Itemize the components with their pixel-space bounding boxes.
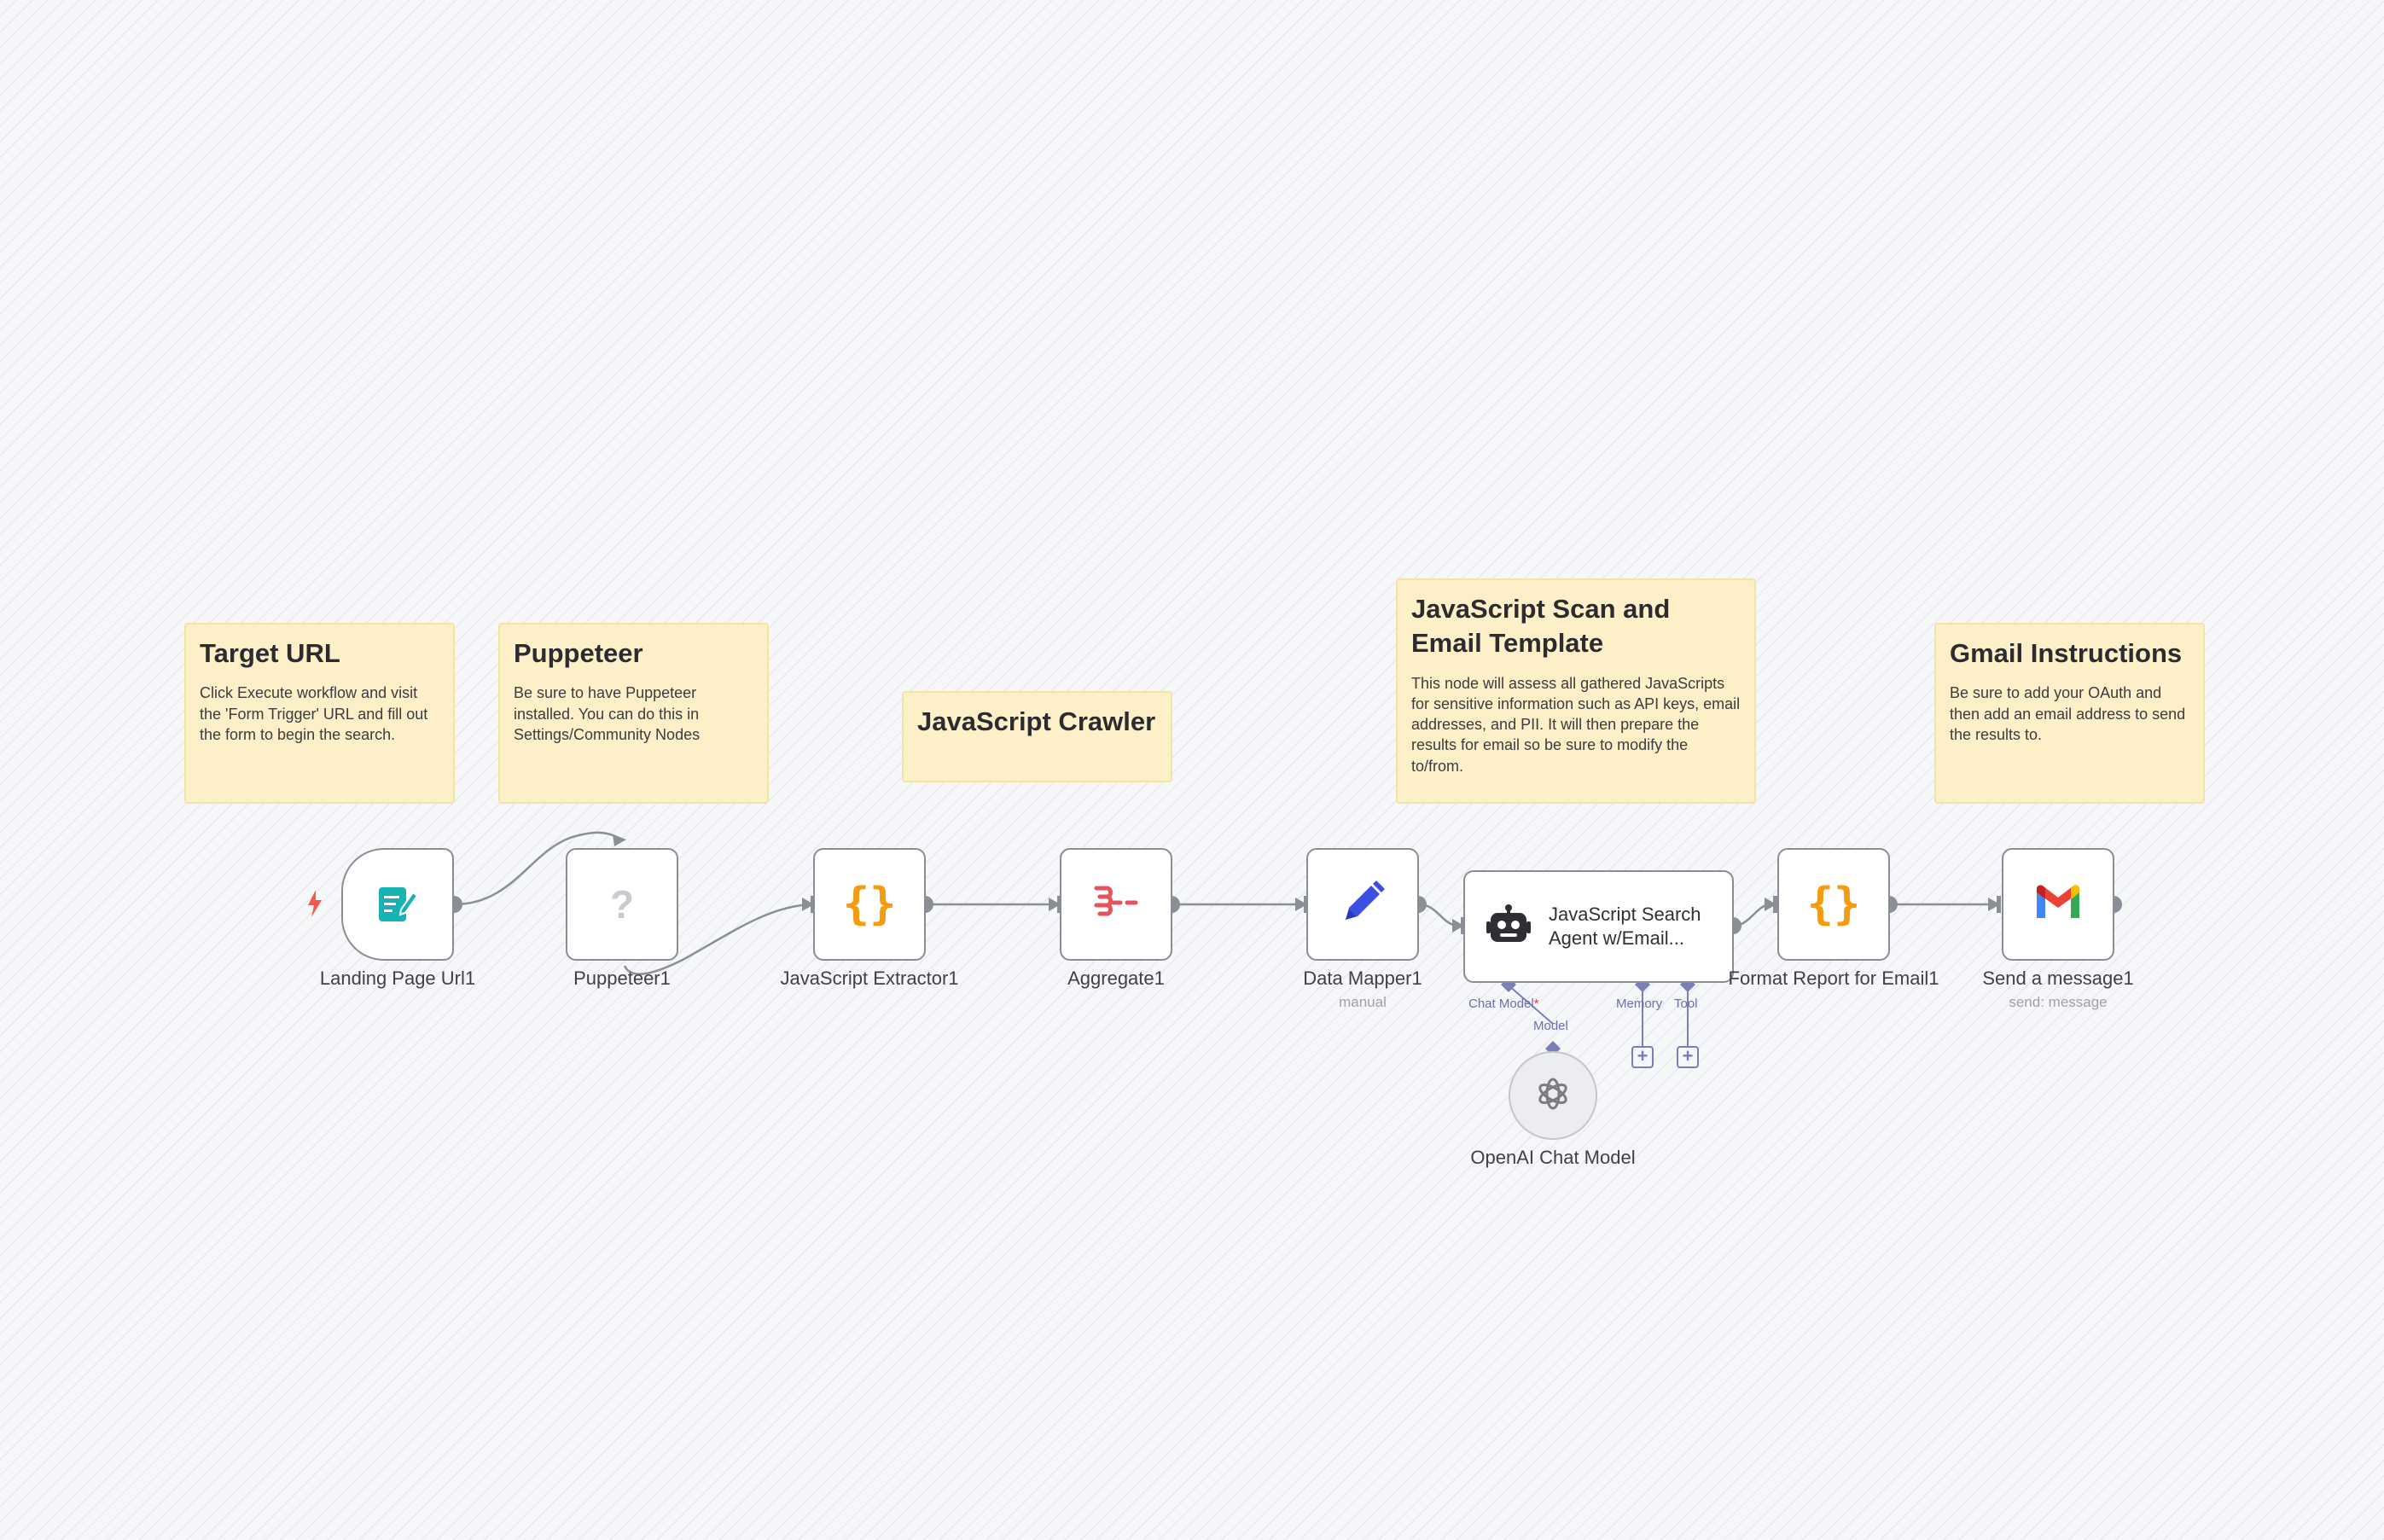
sticky-note-javascript-scan[interactable]: JavaScript Scan and Email Template This … xyxy=(1396,578,1756,804)
node-sublabel: send: message xyxy=(2009,994,2108,1010)
gmail-icon xyxy=(2033,884,2083,926)
node-label: Format Report for Email1 xyxy=(1728,968,1939,989)
sticky-note-target-url[interactable]: Target URL Click Execute workflow and vi… xyxy=(184,623,455,804)
port-label-text: Chat Model xyxy=(1468,997,1534,1011)
openai-icon xyxy=(1533,1074,1573,1118)
arrow-mapper xyxy=(1295,898,1307,911)
node-javascript-search-agent[interactable]: JavaScript Search Agent w/Email... xyxy=(1463,870,1734,983)
sticky-body: Be sure to add your OAuth and then add a… xyxy=(1950,684,2186,743)
sticky-body: This node will assess all gathered JavaS… xyxy=(1411,674,1741,775)
arrow-aggregate xyxy=(1049,898,1061,911)
node-data-mapper[interactable] xyxy=(1306,848,1419,961)
trigger-bolt-icon xyxy=(308,890,322,917)
node-label: Send a message1 xyxy=(1982,968,2134,989)
robot-icon xyxy=(1486,904,1532,950)
node-send-message[interactable] xyxy=(2002,848,2114,961)
node-format-report[interactable]: {} xyxy=(1777,848,1890,961)
node-aggregate[interactable] xyxy=(1060,848,1172,961)
connection-puppeteer-extractor xyxy=(623,903,813,975)
question-icon: ? xyxy=(609,882,635,927)
sticky-title: JavaScript Crawler xyxy=(917,706,1156,736)
node-javascript-extractor[interactable]: {} xyxy=(813,848,926,961)
node-openai-chat-model[interactable] xyxy=(1509,1051,1597,1140)
port-label-model: Model xyxy=(1533,1019,1568,1033)
sticky-title: Target URL xyxy=(200,638,340,668)
code-braces-icon: {} xyxy=(1806,879,1861,930)
port-label-chat-model: Chat Model* xyxy=(1468,997,1539,1011)
connection-model-agent xyxy=(1508,985,1554,1025)
add-tool-button[interactable]: + xyxy=(1677,1046,1699,1068)
node-label: Aggregate1 xyxy=(1067,968,1165,989)
form-icon xyxy=(375,880,420,929)
node-landing-page-url[interactable] xyxy=(341,848,454,961)
port-label-tool: Tool xyxy=(1674,997,1698,1011)
connection-landing-puppeteer xyxy=(453,836,571,906)
sticky-title: Gmail Instructions xyxy=(1950,638,2183,668)
sticky-title: JavaScript Scan and Email Template xyxy=(1411,594,1671,659)
sticky-note-gmail-instructions[interactable]: Gmail Instructions Be sure to add your O… xyxy=(1934,623,2205,804)
sticky-body: Be sure to have Puppeteer installed. You… xyxy=(514,684,701,743)
pencil-icon xyxy=(1339,879,1387,931)
node-label: JavaScript Search Agent w/Email... xyxy=(1549,903,1701,949)
node-label: Puppeteer1 xyxy=(573,968,671,989)
node-label: JavaScript Extractor1 xyxy=(780,968,959,989)
sticky-title: Puppeteer xyxy=(514,638,643,668)
required-mark: * xyxy=(1533,997,1539,1011)
node-label: Landing Page Url1 xyxy=(319,968,476,989)
sticky-note-puppeteer[interactable]: Puppeteer Be sure to have Puppeteer inst… xyxy=(498,623,769,804)
port-label-memory: Memory xyxy=(1616,997,1663,1011)
node-sublabel: manual xyxy=(1339,994,1387,1010)
code-braces-icon: {} xyxy=(842,879,897,930)
add-memory-button[interactable]: + xyxy=(1631,1046,1654,1068)
node-label: Data Mapper1 xyxy=(1303,968,1422,989)
sticky-note-javascript-crawler[interactable]: JavaScript Crawler xyxy=(902,691,1172,782)
node-label: OpenAI Chat Model xyxy=(1470,1147,1636,1168)
arrow-puppeteer-loop xyxy=(613,834,626,846)
sticky-body: Click Execute workflow and visit the 'Fo… xyxy=(200,684,428,743)
arrow-format xyxy=(1765,898,1776,911)
aggregate-icon xyxy=(1093,883,1139,927)
arrow-extractor xyxy=(802,898,814,911)
arrow-gmail xyxy=(1988,898,2000,911)
arrow-agent xyxy=(1452,919,1464,933)
node-puppeteer[interactable]: ? xyxy=(566,848,678,961)
